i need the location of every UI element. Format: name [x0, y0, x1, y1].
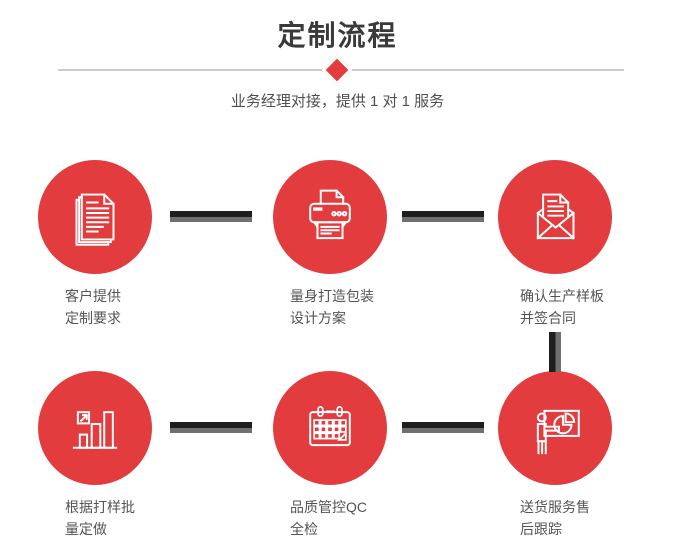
- step-label-line: 量定做: [65, 521, 107, 537]
- step-label-line: 全检: [290, 521, 318, 537]
- step-label-line: 设计方案: [290, 310, 346, 326]
- documents-icon: [62, 184, 128, 250]
- page-title: 定制流程: [277, 20, 398, 51]
- step-label-line: 后跟踪: [520, 521, 562, 537]
- step-label-2: 量身打造包装 设计方案: [290, 285, 374, 329]
- envelope-icon: [522, 184, 588, 250]
- bar-chart-icon: [62, 395, 128, 461]
- step-label-line: 品质管控QC: [290, 499, 367, 515]
- printer-icon: [297, 184, 363, 250]
- presentation-icon: [522, 395, 588, 461]
- step-label-line: 根据打样批: [65, 499, 135, 515]
- step-label-4: 根据打样批 量定做: [65, 496, 135, 540]
- step-circle-2: [273, 160, 387, 274]
- step-label-line: 量身打造包装: [290, 288, 374, 304]
- step-circle-6: [498, 371, 612, 485]
- step-circle-3: [498, 160, 612, 274]
- step-label-line: 确认生产样板: [520, 288, 604, 304]
- step-label-line: 客户提供: [65, 288, 121, 304]
- calendar-icon: [297, 395, 363, 461]
- connector-horizontal-2: [402, 211, 484, 222]
- step-circle-1: [38, 160, 152, 274]
- step-circle-4: [38, 371, 152, 485]
- step-label-1: 客户提供 定制要求: [65, 285, 121, 329]
- connector-horizontal-4: [402, 422, 484, 433]
- step-label-line: 并签合同: [520, 310, 576, 326]
- step-label-6: 送货服务售 后跟踪: [520, 496, 590, 540]
- step-label-5: 品质管控QC 全检: [290, 496, 367, 540]
- connector-horizontal-1: [170, 211, 252, 222]
- connector-horizontal-3: [170, 422, 252, 433]
- diamond-icon: [321, 54, 353, 86]
- step-label-line: 送货服务售: [520, 499, 590, 515]
- step-label-line: 定制要求: [65, 310, 121, 326]
- page-subtitle: 业务经理对接，提供 1 对 1 服务: [230, 93, 445, 110]
- connector-vertical-1: [549, 332, 561, 372]
- step-circle-5: [273, 371, 387, 485]
- step-label-3: 确认生产样板 并签合同: [520, 285, 604, 329]
